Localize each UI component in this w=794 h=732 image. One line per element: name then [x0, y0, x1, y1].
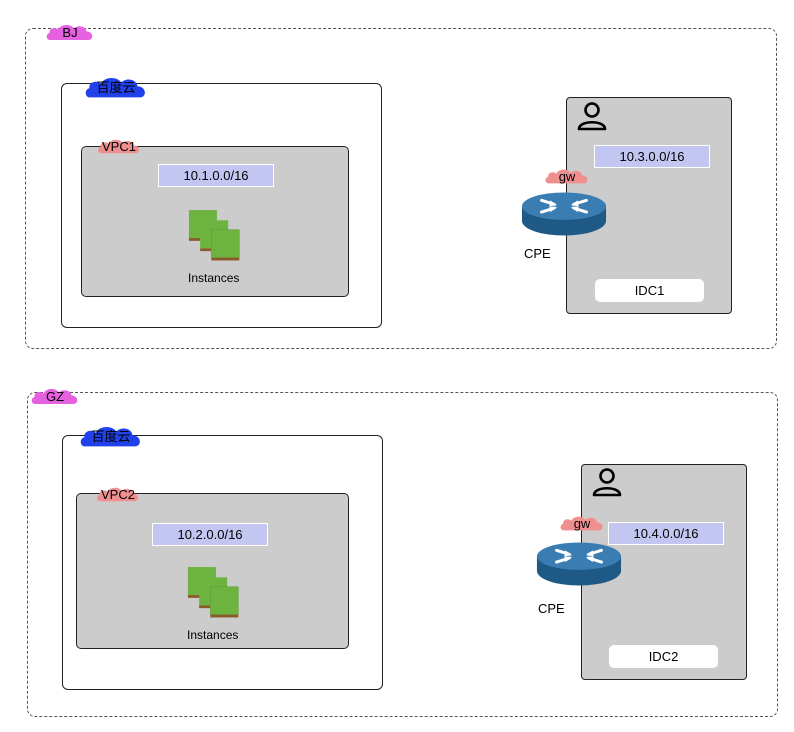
gw-label: gw	[558, 168, 576, 184]
vpc-cidr: 10.2.0.0/16	[152, 523, 268, 546]
cloud-provider-tag: 百度云	[78, 423, 144, 449]
cpe-label: CPE	[524, 246, 551, 261]
region-tag-bj: BJ	[37, 22, 103, 42]
region-name: GZ	[45, 388, 65, 404]
gw-label: gw	[573, 515, 591, 531]
gw-tag: gw	[559, 513, 605, 533]
cpe-label: CPE	[538, 601, 565, 616]
idc-name: IDC1	[595, 279, 704, 302]
cloud-provider-name: 百度云	[91, 428, 131, 444]
region-name: BJ	[62, 24, 78, 40]
idc-cidr: 10.4.0.0/16	[608, 522, 724, 545]
idc-cidr: 10.3.0.0/16	[594, 145, 710, 168]
region-tag-gz: GZ	[22, 386, 88, 406]
instances-label: Instances	[188, 271, 240, 285]
router-icon	[535, 540, 623, 588]
vpc-name: VPC2	[101, 486, 135, 502]
gw-tag: gw	[544, 166, 590, 186]
vpc-tag: VPC1	[89, 137, 149, 155]
idc-box	[566, 97, 732, 314]
region-bj	[25, 28, 777, 349]
vpc-cidr: 10.1.0.0/16	[158, 164, 274, 187]
cloud-provider-tag: 百度云	[83, 74, 149, 100]
instances-icon	[187, 566, 239, 618]
region-gz	[27, 392, 778, 717]
user-icon	[592, 468, 622, 497]
user-icon	[577, 102, 607, 131]
instances-icon	[188, 209, 240, 261]
instances-label: Instances	[187, 628, 239, 642]
cloud-provider-name: 百度云	[96, 79, 136, 95]
vpc-name: VPC1	[102, 138, 136, 154]
vpc-tag: VPC2	[88, 485, 148, 503]
idc-name: IDC2	[609, 645, 718, 668]
router-icon	[520, 191, 608, 238]
